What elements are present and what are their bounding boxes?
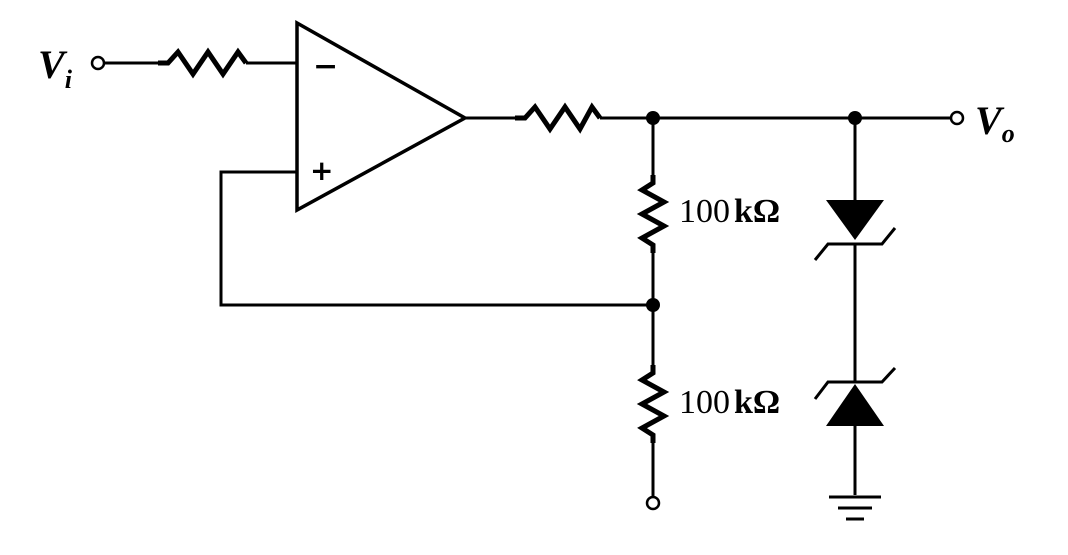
- zener-lower-bar: [813, 366, 897, 400]
- zener-lower-diode: [826, 384, 884, 426]
- positive-feedback-wire: [219, 170, 653, 307]
- zener-upper-diode: [826, 200, 884, 240]
- opamp-triangle: [295, 20, 469, 213]
- input-label: Vi: [38, 42, 73, 94]
- output-terminal: [949, 110, 965, 126]
- divider-bottom-terminal: [645, 495, 661, 511]
- input-terminal: [90, 55, 106, 71]
- divider-junction-dot: [646, 298, 660, 312]
- zener-junction-dot: [848, 111, 862, 125]
- divider-upper-resistor: [636, 175, 670, 253]
- output-junction-dot: [646, 111, 660, 125]
- output-label: Vo: [975, 98, 1015, 148]
- input-resistor: [158, 47, 249, 79]
- opamp-inverting-sign: −: [313, 49, 338, 84]
- opamp-noninverting-sign: +: [310, 154, 333, 187]
- output-resistor: [515, 102, 603, 134]
- divider-lower-resistor: [636, 365, 670, 443]
